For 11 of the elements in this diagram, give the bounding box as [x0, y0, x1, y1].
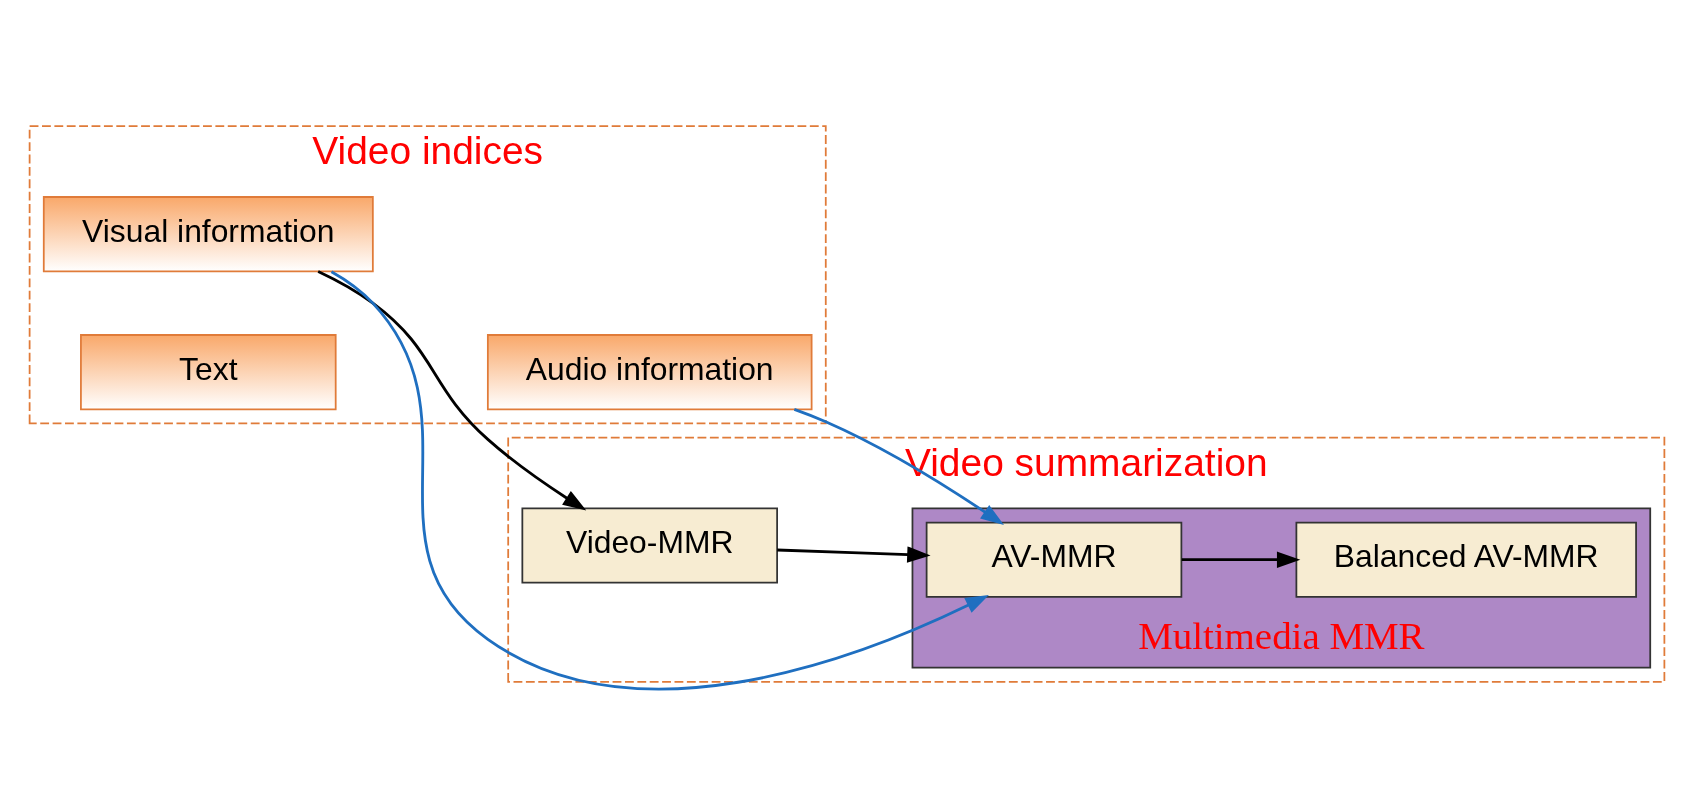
node-box: AV-MMR — [925, 521, 1183, 598]
node-box: Text — [80, 334, 337, 411]
arrow — [777, 546, 931, 563]
arrow — [793, 407, 1004, 525]
arrow — [1181, 551, 1301, 568]
node-box: Video-MMR — [521, 507, 778, 584]
arrow — [317, 270, 587, 511]
arrow — [330, 270, 989, 691]
node-box: Audio information — [486, 334, 813, 411]
node-box: Visual information — [42, 196, 374, 273]
node-box: Balanced AV-MMR — [1295, 521, 1637, 598]
